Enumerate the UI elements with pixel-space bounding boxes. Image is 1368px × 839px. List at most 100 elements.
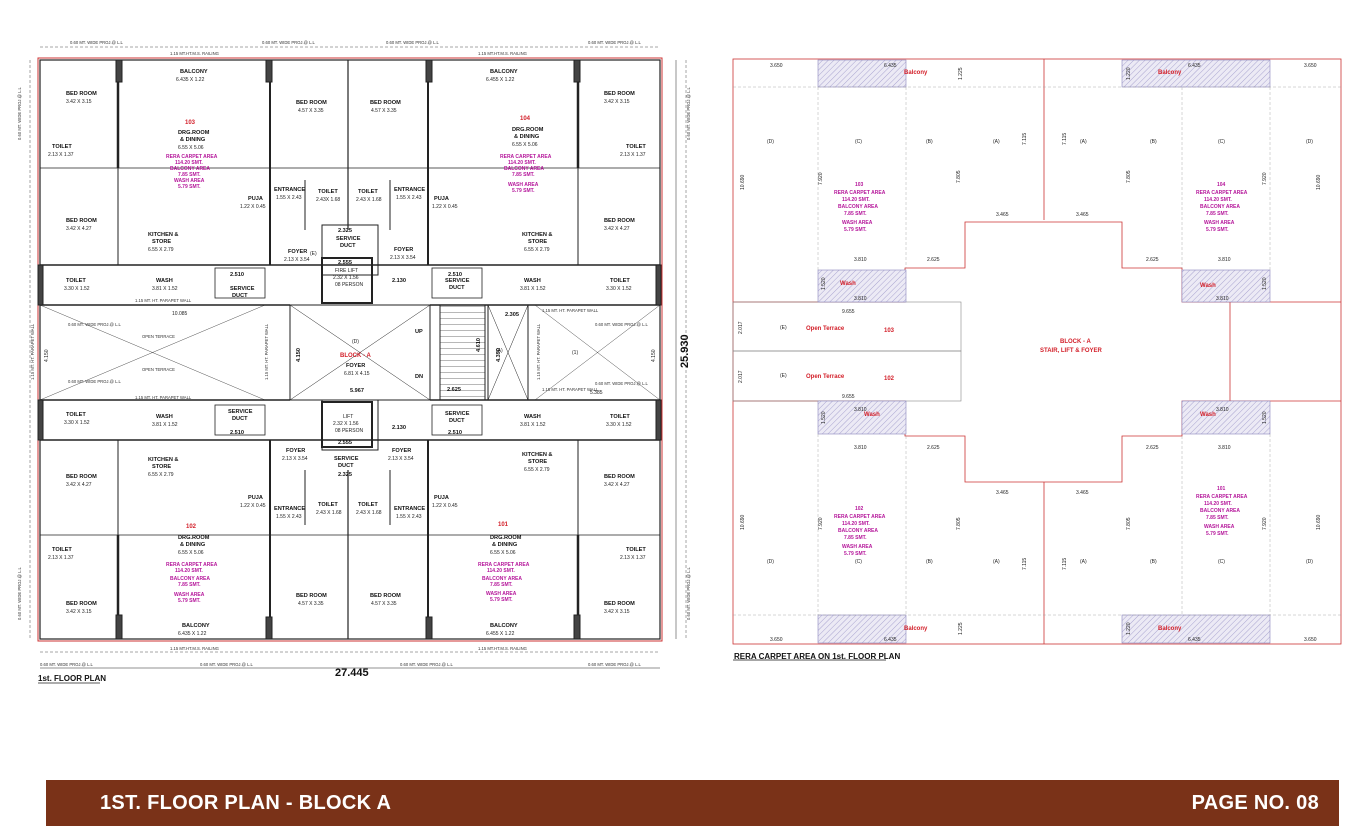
core-h4390: 4.390 [496, 348, 502, 362]
balc-area-value: 7.85 SMT. [178, 582, 201, 588]
note-parapet-core-right: 1.15 MT. HT. PARAPET WALL [536, 323, 541, 380]
puja-dim: 1.22 X 0.45 [240, 204, 266, 210]
wash-area-label: WASH AREA [174, 592, 205, 598]
kitchen2-label: STORE [152, 464, 171, 470]
flat-103: 103 BALCONY 6.435 X 1.22 BED ROOM 3.42 X… [48, 69, 361, 299]
duct-label: DUCT [449, 418, 465, 424]
flat-102: 102 BALCONY 6.435 X 1.22 BED ROOM 3.42 X… [48, 409, 359, 637]
rera-unit-no: 102 [855, 506, 864, 512]
rera-unit-balc: BALCONY AREA [1200, 508, 1240, 514]
drg-dim: 6.55 X 5.06 [178, 145, 204, 151]
drg2-label: & DINING [514, 134, 539, 140]
bed2-dim: 4.57 X 3.35 [371, 108, 397, 114]
rera-h2017-top: 2.017 [738, 321, 744, 334]
note-proj-right-1: 0.60 MT. WIDE PROJ.@ L.L [686, 86, 691, 140]
rera-unit-balc: BALCONY AREA [1200, 204, 1240, 210]
rera-unit-balc: BALCONY AREA [838, 204, 878, 210]
core-w2305: 2.305 [505, 312, 519, 318]
kitchen-dim: 6.55 X 2.79 [524, 467, 550, 473]
core-lift-dim: 2.32 X 1.56 [333, 421, 359, 427]
flat-104: 104 BALCONY 6.455 X 1.22 BED ROOM 3.42 X… [356, 69, 646, 292]
rera-h-in: 7.805 [956, 170, 962, 183]
puja-dim: 1.22 X 0.45 [240, 503, 266, 509]
core-dn: DN [415, 374, 423, 380]
balcony-dim: 6.455 X 1.22 [486, 631, 515, 637]
rera-unit-rera: RERA CARPET AREA [834, 514, 886, 520]
entrance-dim: 1.55 X 2.43 [396, 195, 422, 201]
rera-zone-a: (A) [993, 139, 1000, 145]
foyer-label: FOYER [394, 247, 413, 253]
puja-label: PUJA [434, 196, 449, 202]
drg-label: DRG.ROOM [512, 127, 544, 133]
rera-h-in: 7.805 [1126, 517, 1132, 530]
rera-w-mid: 3.810 [1218, 445, 1231, 451]
wash-dim: 3.81 X 1.52 [520, 422, 546, 428]
wash-dim: 3.81 X 1.52 [152, 422, 178, 428]
toilet2-dim: 2.43 X 1.68 [356, 197, 382, 203]
note-proj-top-4: 0.60 MT. WIDE PROJ.@ L.L [588, 40, 642, 45]
rera-h2017-bottom: 2.017 [738, 370, 744, 383]
puja-dim: 1.22 X 0.45 [432, 204, 458, 210]
drg-label: DRG.ROOM [178, 535, 210, 541]
rera-unit-101: 101 RERA CARPET AREA 114.20 SMT. BALCONY… [1062, 407, 1322, 643]
rera-zone-b: (B) [926, 139, 933, 145]
rera-balcony-label: Balcony [1158, 70, 1182, 76]
service-label: SERVICE [336, 236, 361, 242]
rera-h-a: 7.115 [1022, 133, 1028, 145]
rera-unit-wash: WASH AREA [1204, 524, 1235, 530]
core-up: UP [415, 329, 423, 335]
core-foyer-dim: 6.81 X 4.15 [344, 371, 370, 377]
rera-unit-rera-val: 114.20 SMT. [842, 197, 870, 203]
puja-label: PUJA [434, 495, 449, 501]
left-plan-core: BLOCK - A FOYER 6.81 X 4.15 (D) 5.967 4.… [296, 228, 578, 478]
note-proj-left-2: 0.60 MT. WIDE PROJ.@ L.L [17, 566, 22, 620]
kitchen-dim: 6.55 X 2.79 [148, 472, 174, 478]
note-parapet-1: 1.15 MT. HT. PARAPET WALL [135, 298, 192, 303]
dim-4150-left: 4.150 [44, 349, 50, 362]
rera-w-out: 3.650 [770, 63, 783, 69]
rera-unit-102: 102 RERA CARPET AREA 114.20 SMT. BALCONY… [740, 407, 1028, 643]
flat-number: 101 [498, 522, 509, 528]
rera-h-balc: 1.220 [1126, 622, 1132, 635]
note-proj-top-2: 0.60 MT. WIDE PROJ.@ L.L [262, 40, 316, 45]
bed1-label: BED ROOM [66, 601, 97, 607]
rera-unit-balc-val: 7.85 SMT. [1206, 515, 1229, 521]
rera-unit-no: 103 [855, 182, 864, 188]
balcony-label: BALCONY [180, 69, 208, 75]
rera-w-mid: 3.810 [1218, 257, 1231, 263]
flat-101: 101 BALCONY 6.455 X 1.22 BED ROOM 3.42 X… [356, 411, 646, 637]
rera-label: RERA CARPET AREA [500, 154, 552, 160]
rera-wash-label: Wash [840, 281, 856, 287]
rera-h-full: 10.690 [1316, 174, 1322, 190]
core-foyer-label: FOYER [346, 363, 365, 369]
flat-number: 102 [186, 524, 197, 530]
rera-wash-label: Wash [864, 412, 880, 418]
rera-unit-wash: WASH AREA [1204, 220, 1235, 226]
rera-w-balc: 6.435 [1188, 637, 1201, 643]
rera-unit-no: 104 [1217, 182, 1226, 188]
left-plan-caption: 1st. FLOOR PLAN [38, 674, 106, 683]
puja-dim: 1.22 X 0.45 [432, 503, 458, 509]
toilet3-label: TOILET [66, 412, 86, 418]
rera-w-balc: 6.435 [1188, 63, 1201, 69]
rera-unit-balc-val: 7.85 SMT. [1206, 211, 1229, 217]
rera-zone-d: (D) [767, 139, 774, 145]
rera-h-in: 7.805 [956, 517, 962, 530]
drg-dim: 6.55 X 5.06 [490, 550, 516, 556]
rera-w-a: 3.465 [996, 490, 1009, 496]
bed3-dim: 3.42 X 4.27 [604, 226, 630, 232]
note-railing-top-1: 1.15 MT.HT.M.S. RAILING [170, 51, 219, 56]
rera-h-mid: 7.920 [1262, 517, 1268, 530]
wash-dim: 3.81 X 1.52 [520, 286, 546, 292]
sduct-duct: DUCT [232, 293, 248, 299]
left-plan [29, 46, 687, 684]
drg2-label: & DINING [492, 542, 517, 548]
core-a: (A) [496, 348, 503, 354]
foyer-label: FOYER [286, 448, 305, 454]
toilet1-dim: 2.13 X 1.37 [48, 152, 74, 158]
rera-unit-rera-val: 114.20 SMT. [1204, 501, 1232, 507]
rera-w-c: 2.625 [1146, 445, 1159, 451]
rera-core-sub: STAIR, LIFT & FOYER [1040, 348, 1103, 354]
rera-w9655-top: 9.655 [842, 309, 855, 315]
rera-unit-rera-val: 114.20 SMT. [842, 521, 870, 527]
